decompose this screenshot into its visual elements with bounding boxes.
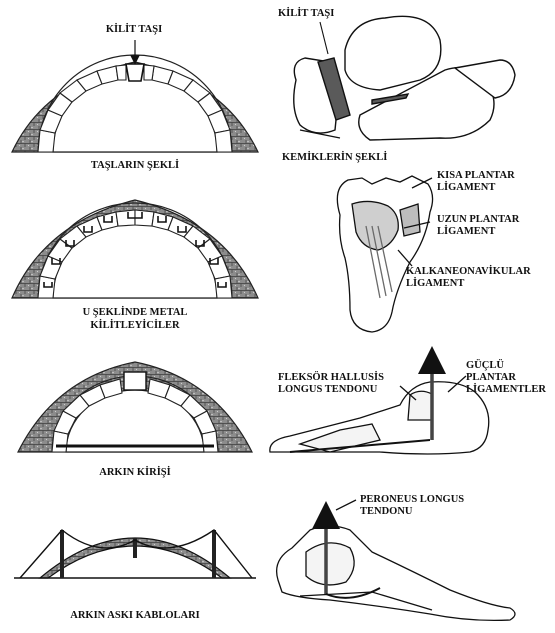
label-flexor-2: LONGUS TENDONU <box>278 384 377 396</box>
keystone-label-left: KİLİT TAŞI <box>84 24 184 36</box>
caption-arch-beam: ARKIN KİRİŞİ <box>60 467 210 479</box>
keystone-block <box>126 64 144 81</box>
label-calcaneonavicular-1: KALKANEONAVİKULAR <box>406 266 531 278</box>
foot-peroneus-view <box>277 500 515 620</box>
label-strong-plantar-1: GÜÇLÜ <box>466 360 504 372</box>
label-peroneus-1: PERONEUS LONGUS <box>360 494 464 506</box>
label-long-plantar-1: UZUN PLANTAR <box>437 214 519 226</box>
keystone-label-right: KİLİT TAŞI <box>278 8 334 20</box>
foot-plantar-view <box>337 176 432 332</box>
keystone-block <box>124 372 146 390</box>
caption-u-clamps-line2: KİLİTLEYİCİLER <box>50 320 220 332</box>
label-peroneus-2: TENDONU <box>360 506 413 518</box>
stone-arch-3 <box>18 362 252 452</box>
label-flexor-1: FLEKSÖR HALLUSİS <box>278 372 384 384</box>
stone-arch-1 <box>12 40 258 152</box>
label-calcaneonavicular-2: LİGAMENT <box>406 278 464 290</box>
suspension-arch <box>14 530 256 578</box>
label-short-plantar-2: LİGAMENT <box>437 182 495 194</box>
caption-u-clamps-line1: U ŞEKLİNDE METAL <box>50 307 220 319</box>
label-strong-plantar-3: LİGAMENTLER <box>466 384 546 396</box>
caption-bones-shape: KEMİKLERİN ŞEKLİ <box>282 152 387 164</box>
caption-arch-cables: ARKIN ASKI KABLOLARI <box>40 610 230 622</box>
caption-stones-shape: TAŞLARIN ŞEKLİ <box>60 160 210 172</box>
foot-bones-lateral <box>294 16 515 140</box>
label-long-plantar-2: LİGAMENT <box>437 226 495 238</box>
label-strong-plantar-2: PLANTAR <box>466 372 516 384</box>
stone-arch-2 <box>12 200 258 298</box>
label-short-plantar-1: KISA PLANTAR <box>437 170 515 182</box>
